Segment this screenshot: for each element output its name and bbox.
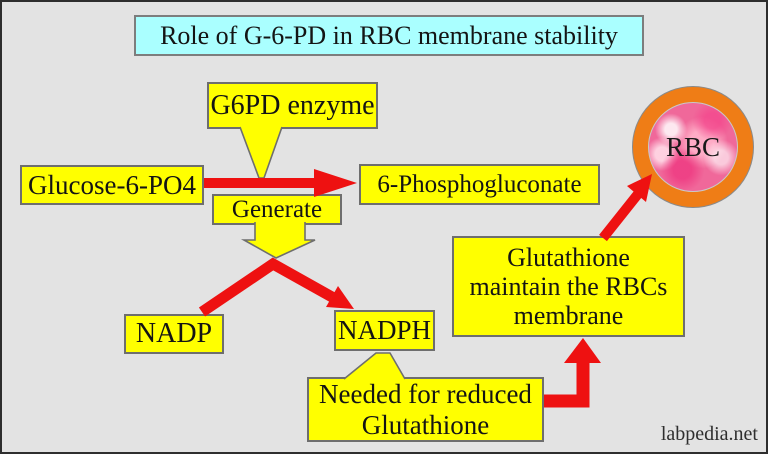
arrow-glucose-to-phosphogluconate [204,169,357,197]
diagram-title-text: Role of G-6-PD in RBC membrane stability [160,20,618,50]
block-arrow-generate-down [240,222,316,259]
arrow-needed-to-glutathione [544,360,590,408]
node-nadph-label: NADPH [337,315,431,346]
node-g6pd-enzyme-label: G6PD enzyme [210,89,375,121]
node-generate-label: Generate [231,195,323,223]
arrowhead-to-nadph [326,286,354,309]
node-glucose-6-po4-label: Glucose-6-PO4 [28,169,196,200]
node-needed-for-reduced-glutathione: Needed for reduced Glutathione [307,377,544,442]
rbc-cell-interior: RBC [648,102,738,192]
glutathione-line-3: membrane [513,301,624,331]
needed-line-2: Glutathione [361,409,490,440]
node-6-phosphogluconate-label: 6-Phosphogluconate [377,170,582,198]
rbc-label: RBC [665,131,721,162]
watermark: labpedia.net [562,423,758,446]
arrow-generate-to-nadp-nadph [198,257,335,317]
node-nadp: NADP [124,314,224,354]
node-nadp-label: NADP [135,318,213,350]
diagram-title: Role of G-6-PD in RBC membrane stability [134,15,644,56]
node-6-phosphogluconate: 6-Phosphogluconate [359,164,600,205]
glutathione-line-1: Glutathione [507,242,630,272]
callout-tail-needed-to-nadph [343,352,406,380]
watermark-text: labpedia.net [660,423,758,445]
node-generate: Generate [212,194,342,225]
glutathione-line-2: maintain the RBCs [469,271,668,301]
rbc-cell-ring: RBC [632,86,754,208]
node-nadph: NADPH [334,310,435,351]
node-glutathione-maintains-membrane: Glutathione maintain the RBCs membrane [452,236,685,337]
node-glucose-6-po4: Glucose-6-PO4 [20,165,204,205]
node-g6pd-enzyme: G6PD enzyme [207,82,378,129]
needed-line-1: Needed for reduced [319,379,532,410]
arrowhead-to-glutathione [564,338,601,363]
callout-tail-g6pd [239,126,283,179]
arrow-glutathione-to-rbc [599,190,642,242]
